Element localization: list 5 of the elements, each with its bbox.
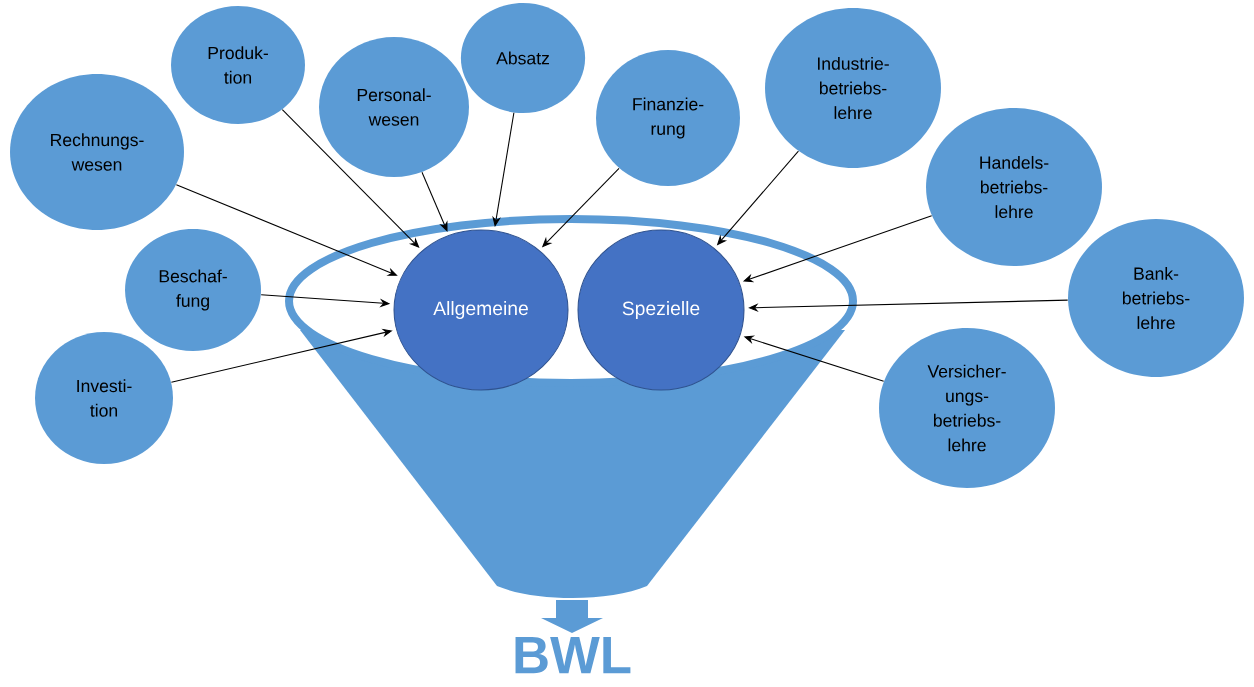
arrow: [175, 184, 398, 276]
result-label: BWL: [515, 636, 631, 674]
arrow: [748, 299, 1069, 313]
arrow: [421, 171, 448, 232]
arrow: [492, 112, 515, 227]
